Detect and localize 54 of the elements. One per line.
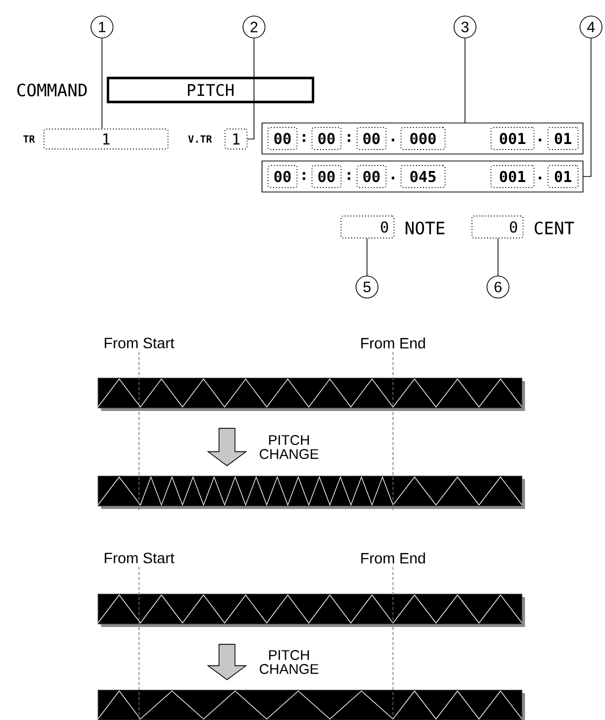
callout-number: 6 xyxy=(486,276,510,298)
digit-field: 00 xyxy=(356,127,386,150)
callout-number: 2 xyxy=(242,16,266,38)
position-label: From Start xyxy=(104,552,174,564)
leader-line xyxy=(247,38,254,140)
position-label: From End xyxy=(361,552,425,564)
digit-field: 00 xyxy=(312,165,342,188)
field-label: NOTE xyxy=(406,222,444,234)
block-arrow xyxy=(206,428,248,466)
value-field: 1 xyxy=(224,128,248,150)
digit-field: 000 xyxy=(400,127,446,150)
callout-number: 5 xyxy=(356,276,378,298)
field-label: V.TR xyxy=(188,135,212,143)
digit-field: 001 xyxy=(490,127,534,150)
time-display xyxy=(262,160,584,192)
waveform-bar xyxy=(98,690,525,720)
separator: . xyxy=(392,176,394,180)
digit-field: 01 xyxy=(548,165,578,188)
edge-label: PITCH CHANGE xyxy=(260,650,318,674)
time-display xyxy=(262,122,584,154)
field-label: COMMAND xyxy=(17,84,87,96)
digit-field: 00 xyxy=(268,165,298,188)
callout-number: 3 xyxy=(454,16,476,38)
digit-field: 00 xyxy=(268,127,298,150)
position-label: From End xyxy=(361,338,425,348)
separator: : xyxy=(302,172,306,180)
leader-line xyxy=(366,238,368,276)
waveform-bar xyxy=(98,594,525,627)
separator: . xyxy=(538,176,542,180)
block-arrow xyxy=(206,644,248,680)
position-label: From Start xyxy=(104,338,174,348)
separator: . xyxy=(538,138,542,142)
value-field: 0 xyxy=(472,216,524,238)
waveform-bar xyxy=(98,476,525,509)
digit-field: 045 xyxy=(400,165,446,188)
digit-field: 00 xyxy=(356,165,386,188)
separator: : xyxy=(348,134,350,142)
separator: : xyxy=(302,134,306,142)
waveform-bar xyxy=(98,378,525,411)
digit-field: 01 xyxy=(548,127,578,150)
leader-line xyxy=(464,38,466,123)
field-label: CENT xyxy=(534,222,574,234)
field-label: TR xyxy=(23,135,36,143)
callout-number: 1 xyxy=(90,16,114,38)
edge-label: PITCH CHANGE xyxy=(260,435,318,459)
callout-number: 4 xyxy=(580,16,602,38)
digit-field: 001 xyxy=(490,165,534,188)
command-display: PITCH xyxy=(106,76,314,104)
separator: . xyxy=(392,138,394,142)
digit-field: 00 xyxy=(312,127,342,150)
value-field: 1 xyxy=(44,128,168,150)
leader-line xyxy=(583,38,592,177)
separator: : xyxy=(348,172,350,180)
value-field: 0 xyxy=(340,216,394,238)
